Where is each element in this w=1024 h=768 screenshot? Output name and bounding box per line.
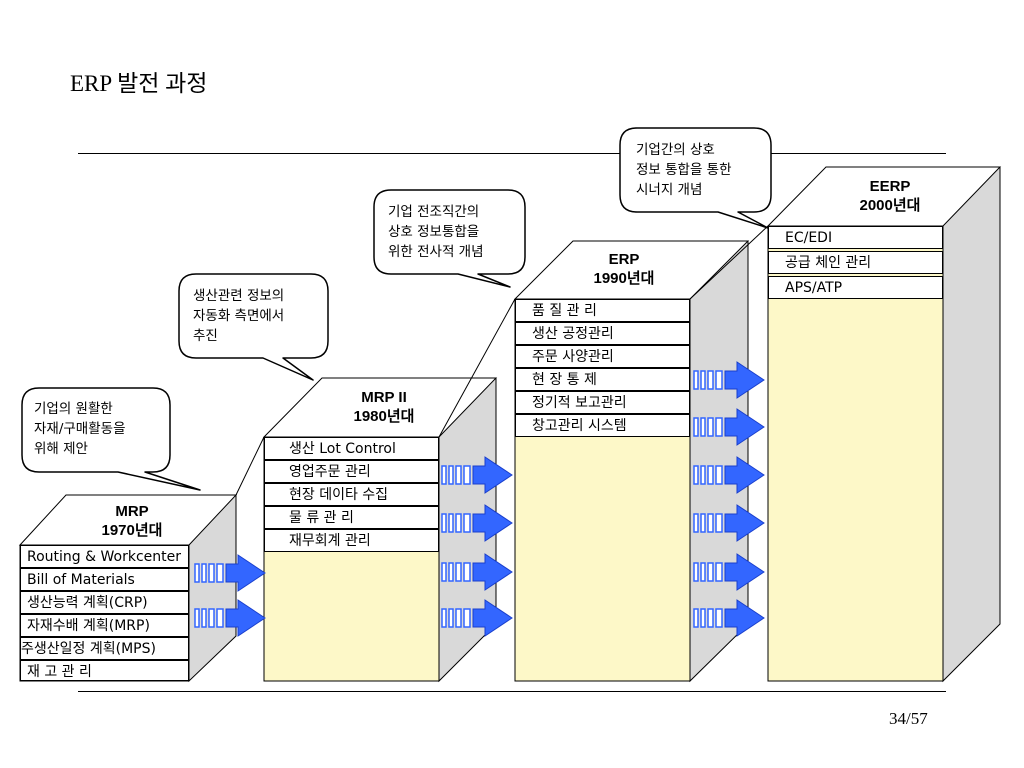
callout-2-line: 생산관련 정보의 [193, 288, 285, 304]
mrp2-item: 현장 데이타 수집 [264, 483, 439, 506]
callout-1-line: 위해 제안 [34, 441, 88, 457]
stage-eerp-era: 2000년대 [859, 197, 921, 214]
mrp-item: 생산능력 계획(CRP) [20, 591, 189, 614]
transition-arrow-icon [693, 553, 765, 591]
callout-4-text: 기업간의 상호 정보 통합을 통한 시너지 개념 [636, 140, 732, 200]
stage-mrp-era: 1970년대 [101, 522, 163, 539]
connector-line-3 [689, 225, 769, 300]
page-number: 34/57 [889, 709, 928, 728]
callout-1-line: 자재/구매활동을 [34, 421, 126, 437]
transition-arrow-icon [194, 554, 266, 592]
eerp-box [766, 166, 1002, 683]
transition-arrow-icon [441, 456, 513, 494]
erp-item: 주문 사양관리 [515, 345, 690, 368]
erp-item: 생산 공정관리 [515, 322, 690, 345]
slide-title: ERP 발전 과정 [70, 71, 208, 96]
mrp-item: 재 고 관 리 [20, 660, 189, 681]
stage-mrp2-name: MRP II [361, 389, 407, 406]
transition-arrow-icon [441, 553, 513, 591]
callout-2-bubble [178, 273, 329, 381]
callout-3-line: 위한 전사적 개념 [388, 244, 484, 260]
transition-arrow-icon [441, 504, 513, 542]
eerp-item: APS/ATP [768, 276, 943, 299]
erp-item: 창고관리 시스템 [515, 414, 690, 437]
stage-eerp-name: EERP [869, 178, 911, 195]
transition-arrow-icon [194, 599, 266, 637]
mrp-item: 자재수배 계획(MRP) [20, 614, 189, 637]
erp-item: 정기적 보고관리 [515, 391, 690, 414]
stage-mrp-title: MRP 1970년대 [86, 502, 178, 540]
erp-item: 현 장 통 제 [515, 368, 690, 391]
stage-erp-era: 1990년대 [593, 270, 655, 287]
bottom-divider [78, 691, 946, 692]
eerp-item: EC/EDI [768, 226, 943, 249]
callout-4-line: 시너지 개념 [636, 182, 703, 198]
transition-arrow-icon [693, 599, 765, 637]
stage-erp-title: ERP 1990년대 [578, 250, 670, 288]
stage-erp-name: ERP [608, 251, 640, 268]
mrp-item: Routing & Workcenter [20, 545, 189, 568]
callout-1-text: 기업의 원활한 자재/구매활동을 위해 제안 [34, 399, 126, 459]
mrp-item: 주생산일정 계획(MPS) [20, 637, 189, 660]
arrow-layer [194, 361, 765, 637]
callout-2-line: 자동화 측면에서 [193, 308, 285, 324]
callout-3-line: 상호 정보통합을 [388, 224, 480, 240]
mrp2-item: 재무회계 관리 [264, 529, 439, 552]
mrp2-item: 영업주문 관리 [264, 460, 439, 483]
callout-3-line: 기업 전조직간의 [388, 204, 480, 220]
callout-2-line: 추진 [193, 328, 218, 344]
callout-3-bubble [373, 189, 526, 288]
top-divider [78, 153, 946, 154]
callout-4-bubble [619, 127, 772, 229]
callout-3-text: 기업 전조직간의 상호 정보통합을 위한 전사적 개념 [388, 202, 484, 262]
mrp2-item: 생산 Lot Control [264, 437, 439, 460]
erp-item: 품 질 관 리 [515, 299, 690, 322]
mrp2-item: 물 류 관 리 [264, 506, 439, 529]
transition-arrow-icon [693, 456, 765, 494]
stage-mrp2-era: 1980년대 [353, 408, 415, 425]
connector-line-2 [438, 298, 516, 438]
stage-eerp-title: EERP 2000년대 [844, 177, 936, 215]
stage-mrp-name: MRP [115, 503, 149, 520]
stage-mrp2-title: MRP II 1980년대 [338, 388, 430, 426]
mrp-item: Bill of Materials [20, 568, 189, 591]
callout-2-text: 생산관련 정보의 자동화 측면에서 추진 [193, 286, 284, 346]
connector-line-1 [235, 436, 265, 496]
callout-1-bubble [21, 387, 201, 491]
callout-4-line: 정보 통합을 통한 [636, 162, 732, 178]
transition-arrow-icon [441, 599, 513, 637]
eerp-item: 공급 체인 관리 [768, 251, 943, 274]
callout-4-line: 기업간의 상호 [636, 142, 715, 158]
callout-1-line: 기업의 원활한 [34, 401, 113, 417]
transition-arrow-icon [693, 408, 765, 446]
transition-arrow-icon [693, 361, 765, 399]
transition-arrow-icon [693, 504, 765, 542]
